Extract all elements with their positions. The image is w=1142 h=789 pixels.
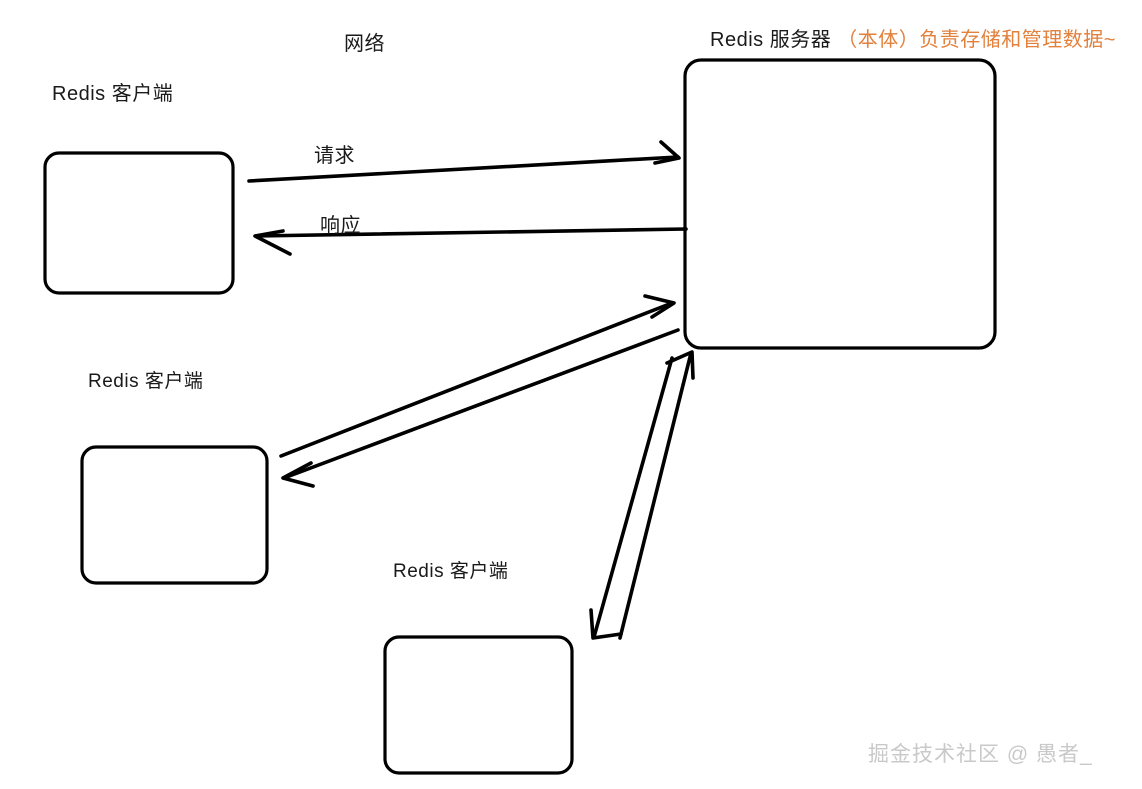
edge-c2-up-arrow (279, 294, 676, 458)
edge-response-arrow (253, 227, 688, 256)
node-server-box[interactable] (683, 58, 997, 350)
edge-c3-down-arrow (589, 356, 674, 640)
node-client1-box[interactable] (43, 151, 235, 295)
node-client2-box[interactable] (80, 445, 269, 585)
watermark: 掘金技术社区 @ 愚者_ (868, 743, 1093, 766)
client2-label: Redis 客户端 (88, 371, 204, 392)
edge-c2-down-arrow (281, 328, 680, 488)
response-edge-label: 响应 (320, 215, 361, 237)
server-title-annotation: （本体）负责存储和管理数据~ (837, 29, 1116, 51)
node-client3-box[interactable] (383, 635, 574, 775)
request-edge-label: 请求 (314, 145, 355, 167)
network-label: 网络 (344, 33, 385, 55)
server-title: Redis 服务器（本体）负责存储和管理数据~ (710, 30, 1116, 50)
edge-c3-up-arrow (618, 350, 695, 640)
client3-label: Redis 客户端 (393, 561, 509, 582)
server-title-main: Redis 服务器 (710, 29, 832, 51)
client1-label: Redis 客户端 (52, 83, 174, 105)
edge-request-arrow (247, 140, 681, 183)
